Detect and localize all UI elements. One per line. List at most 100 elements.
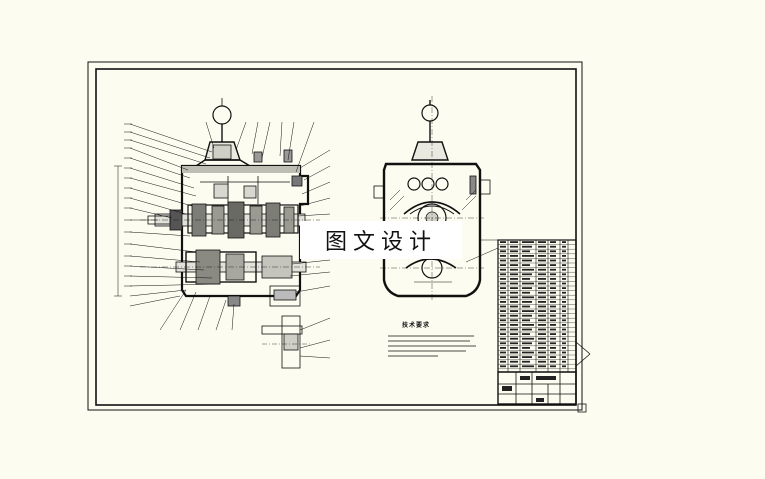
- parts-list-cell-mark: [550, 328, 556, 331]
- parts-list-cell-mark: [538, 241, 546, 243]
- parts-list-cell-mark: [538, 324, 546, 326]
- parts-list-cell-mark: [510, 255, 518, 257]
- parts-list-cell-mark: [538, 296, 546, 299]
- parts-list-cell-mark: [538, 342, 546, 345]
- parts-list-cell-mark: [510, 296, 518, 299]
- parts-list-cell-mark: [510, 245, 518, 248]
- parts-list-cell-mark: [522, 310, 534, 312]
- inner-frame: [95, 68, 577, 406]
- parts-list-cell-mark: [550, 324, 556, 326]
- parts-list-cell-mark: [500, 301, 506, 303]
- parts-list-cell-mark: [550, 333, 556, 335]
- parts-list-cell-mark: [562, 351, 566, 354]
- parts-list-cell-mark: [522, 328, 532, 331]
- parts-list-cell-mark: [550, 365, 556, 368]
- parts-list-cell-mark: [562, 301, 566, 303]
- parts-list-cell-mark: [510, 342, 518, 345]
- parts-list-cell-mark: [550, 250, 556, 253]
- parts-list-cell-mark: [510, 324, 518, 326]
- parts-list-cell-mark: [522, 268, 534, 271]
- parts-list-cell-mark: [500, 328, 506, 331]
- parts-list-cell-mark: [538, 360, 546, 363]
- parts-list-cell-mark: [522, 319, 530, 322]
- parts-list-cell-mark: [500, 278, 506, 280]
- parts-list-cell-mark: [550, 347, 556, 349]
- parts-list-cell-mark: [562, 365, 566, 368]
- parts-list-cell-mark: [562, 245, 566, 248]
- parts-list-cell-mark: [562, 333, 566, 335]
- parts-list-cell-mark: [500, 245, 506, 248]
- parts-list-cell-mark: [538, 337, 546, 340]
- parts-list-cell-mark: [500, 255, 506, 257]
- parts-list-cell-mark: [510, 360, 518, 363]
- parts-list-cell-mark: [500, 314, 506, 317]
- parts-list-cell-mark: [550, 241, 556, 243]
- parts-list-cell-mark: [522, 360, 530, 363]
- parts-list-cell-mark: [538, 250, 546, 253]
- parts-list-cell-mark: [550, 305, 556, 308]
- parts-list-cell-mark: [522, 273, 532, 276]
- parts-list-cell-mark: [538, 319, 546, 322]
- parts-list-cell-mark: [550, 273, 556, 276]
- parts-list-cell-mark: [522, 347, 530, 349]
- parts-list-cell-mark: [550, 278, 556, 280]
- parts-list-cell-mark: [500, 268, 506, 271]
- parts-list-cell-mark: [562, 314, 566, 317]
- parts-list-cell-mark: [510, 282, 518, 285]
- parts-list-cell-mark: [550, 282, 556, 285]
- parts-list-cell-mark: [510, 259, 518, 262]
- parts-list-cell-mark: [510, 301, 518, 303]
- parts-list-cell-mark: [510, 287, 518, 289]
- parts-list-cell-mark: [550, 301, 556, 303]
- parts-list-cell-mark: [522, 278, 530, 280]
- parts-list-cell-mark: [538, 268, 546, 271]
- watermark-banner: 图文设计: [300, 221, 462, 259]
- parts-list-cell-mark: [510, 291, 518, 294]
- parts-list-cell-mark: [500, 347, 506, 349]
- parts-list-cell-mark: [562, 319, 566, 322]
- parts-list-cell-mark: [522, 333, 530, 335]
- parts-list-cell-mark: [562, 282, 566, 285]
- parts-list-cell-mark: [500, 342, 506, 345]
- parts-list-cell-mark: [510, 319, 518, 322]
- parts-list-text-marks: [500, 241, 566, 368]
- parts-list-cell-mark: [538, 255, 546, 257]
- parts-list-cell-mark: [550, 268, 556, 271]
- parts-list-cell-mark: [510, 278, 518, 280]
- parts-list-cell-mark: [500, 324, 506, 326]
- parts-list-cell-mark: [550, 264, 556, 266]
- parts-list-cell-mark: [538, 291, 546, 294]
- parts-list-cell-mark: [550, 310, 556, 312]
- parts-list-cell-mark: [562, 287, 566, 289]
- parts-list-cell-mark: [510, 333, 518, 335]
- parts-list-cell-mark: [510, 356, 518, 358]
- outer-frame: [87, 61, 583, 411]
- parts-list-cell-mark: [562, 356, 566, 358]
- parts-list-cell-mark: [538, 301, 546, 303]
- parts-list-cell-mark: [538, 264, 546, 266]
- parts-list-cell-mark: [510, 268, 518, 271]
- parts-list-cell-mark: [562, 328, 566, 331]
- parts-list-cell-mark: [562, 268, 566, 271]
- parts-list-cell-mark: [500, 259, 506, 262]
- parts-list-cell-mark: [500, 241, 506, 243]
- parts-list-cell-mark: [522, 356, 532, 358]
- parts-list-cell-mark: [538, 328, 546, 331]
- parts-list-cell-mark: [562, 250, 566, 253]
- parts-list-cell-mark: [510, 305, 518, 308]
- parts-list-cell-mark: [550, 342, 556, 345]
- parts-list-cell-mark: [562, 360, 566, 363]
- parts-list-cell-mark: [500, 333, 506, 335]
- parts-list-cell-mark: [522, 324, 534, 326]
- parts-list-cell-mark: [550, 314, 556, 317]
- parts-list-cell-mark: [538, 333, 546, 335]
- parts-list-cell-mark: [510, 273, 518, 276]
- parts-list-cell-mark: [522, 291, 530, 294]
- parts-list-cell-mark: [550, 360, 556, 363]
- parts-list-cell-mark: [510, 337, 518, 340]
- parts-list-cell-mark: [500, 282, 506, 285]
- parts-list-cell-mark: [500, 273, 506, 276]
- parts-list-cell-mark: [538, 278, 546, 280]
- parts-list-cell-mark: [510, 310, 518, 312]
